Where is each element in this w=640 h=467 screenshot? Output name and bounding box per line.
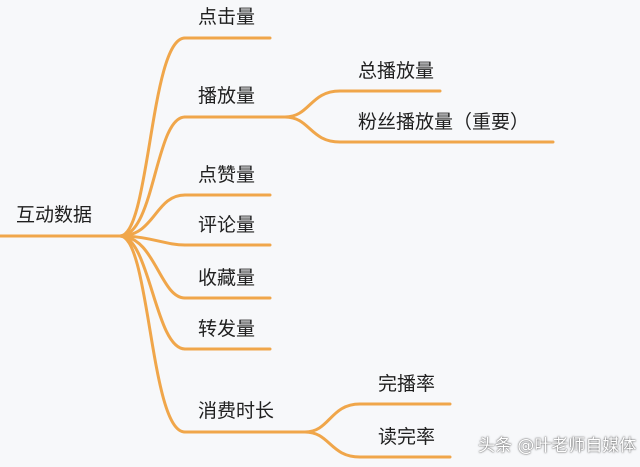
connector-shares — [118, 234, 187, 351]
node-duration: 消费时长 — [198, 400, 275, 422]
node-plays-fans: 粉丝播放量（重要） — [358, 111, 530, 133]
node-favorites: 收藏量 — [198, 267, 256, 289]
connector-read-completion — [303, 430, 362, 459]
root-label: 互动数据 — [16, 204, 93, 226]
connector-likes — [118, 193, 187, 238]
connector-plays-total — [283, 89, 342, 119]
node-read-completion: 读完率 — [378, 426, 436, 448]
node-plays-total: 总播放量 — [358, 60, 435, 82]
connector-plays — [118, 115, 187, 238]
connector-duration — [118, 234, 187, 434]
node-shares: 转发量 — [198, 318, 256, 340]
connector-favorites — [118, 234, 187, 300]
watermark: 头条 @叶老师自媒体 — [478, 436, 637, 456]
node-comments: 评论量 — [198, 214, 256, 236]
connector-plays-fans — [283, 115, 342, 144]
node-clicks: 点击量 — [198, 6, 256, 28]
node-plays: 播放量 — [198, 85, 256, 107]
node-likes: 点赞量 — [198, 164, 256, 186]
node-completion: 完播率 — [378, 373, 436, 395]
connector-clicks — [118, 36, 187, 238]
connector-completion — [303, 402, 362, 434]
